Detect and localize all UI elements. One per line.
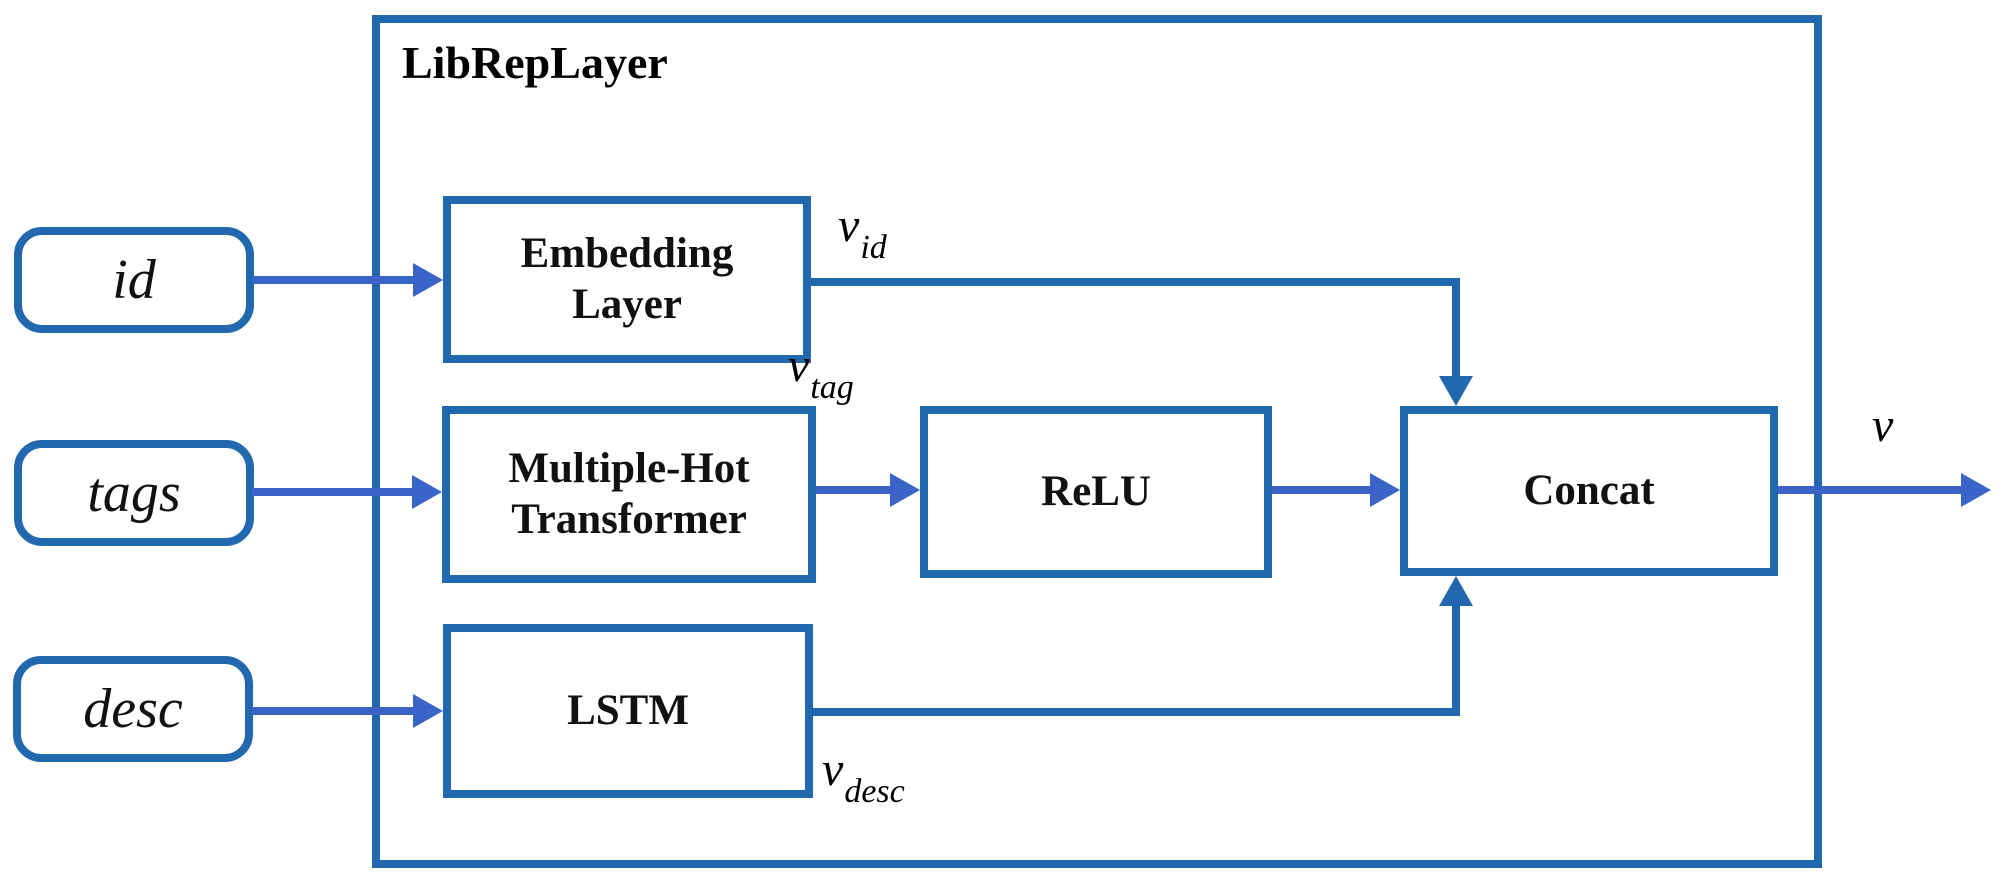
input-label-tags: tags <box>87 462 181 524</box>
lstm-block: LSTM <box>443 624 813 798</box>
arrowhead-desc-to-lstm-icon <box>413 694 443 728</box>
multiple-hot-transformer-block: Multiple-Hot Transformer <box>442 406 816 583</box>
arrowhead-id-to-embedding-icon <box>413 263 443 297</box>
multiple-hot-transformer-label: Multiple-Hot Transformer <box>508 444 750 543</box>
relu-label: ReLU <box>1041 467 1151 515</box>
input-node-desc: desc <box>13 656 253 762</box>
v-id-sub: id <box>860 228 887 266</box>
v-id-base: v <box>838 199 860 252</box>
signal-label-v-out: v <box>1872 398 1893 453</box>
arrowhead-output-icon <box>1961 473 1991 507</box>
wire-vdesc-horizontal <box>812 708 1460 716</box>
v-tag-sub: tag <box>810 368 854 406</box>
librep-layer-container-box <box>372 15 1822 868</box>
arrowhead-tags-to-multihot-icon <box>412 475 442 509</box>
wire-concat-to-output <box>1778 486 1963 494</box>
v-out-base: v <box>1872 399 1894 452</box>
wire-tags-to-multihot <box>252 488 417 496</box>
input-node-tags: tags <box>14 440 254 546</box>
input-node-id: id <box>14 227 254 333</box>
lstm-label: LSTM <box>567 686 689 734</box>
arrowhead-multihot-to-relu-icon <box>890 473 920 507</box>
signal-label-v-desc: vdesc <box>822 742 905 808</box>
wire-desc-to-lstm <box>252 707 417 715</box>
signal-label-v-tag: vtag <box>788 338 854 404</box>
concat-block: Concat <box>1400 406 1778 576</box>
arrowhead-vdesc-to-concat-icon <box>1439 576 1473 606</box>
embedding-layer-block: Embedding Layer <box>443 196 811 363</box>
v-desc-base: v <box>822 743 844 796</box>
input-label-id: id <box>112 249 156 311</box>
wire-id-to-embedding <box>252 276 417 284</box>
v-tag-base: v <box>788 339 810 392</box>
concat-label: Concat <box>1523 466 1655 514</box>
arrowhead-vid-to-concat-icon <box>1439 376 1473 406</box>
wire-vid-vertical <box>1452 278 1460 378</box>
wire-relu-to-concat <box>1272 486 1372 494</box>
embedding-layer-label: Embedding Layer <box>520 229 734 328</box>
arrowhead-relu-to-concat-icon <box>1370 473 1400 507</box>
v-desc-sub: desc <box>844 772 905 810</box>
diagram-title: LibRepLayer <box>402 37 668 88</box>
wire-vid-horizontal <box>810 278 1460 286</box>
signal-label-v-id: vid <box>838 198 887 264</box>
wire-vdesc-vertical <box>1452 604 1460 716</box>
wire-multihot-to-relu <box>816 486 892 494</box>
input-label-desc: desc <box>83 678 183 740</box>
relu-block: ReLU <box>920 406 1272 578</box>
